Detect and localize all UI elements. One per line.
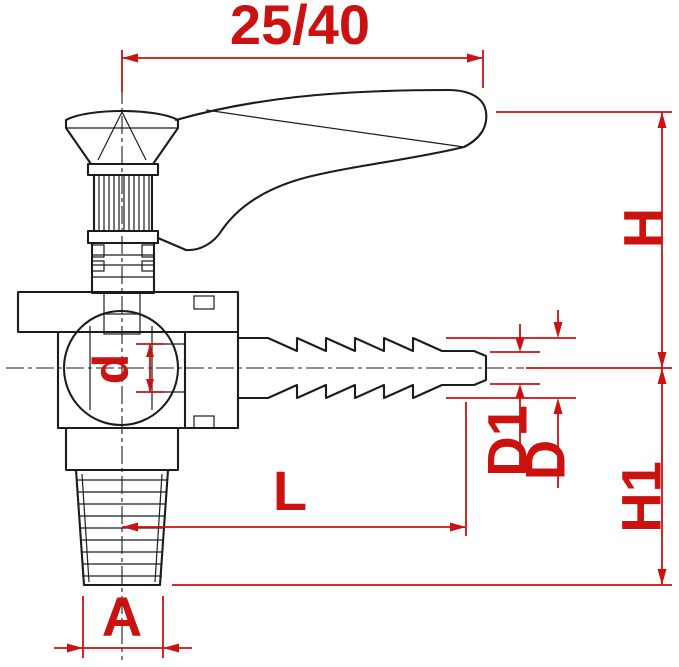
valve-body xyxy=(16,290,240,472)
valve-cap xyxy=(64,110,180,166)
dim-H1: H1 xyxy=(172,368,673,586)
flange-notch xyxy=(193,295,215,310)
seal-ring xyxy=(91,260,105,272)
lower-neck xyxy=(64,426,180,472)
dim-label-d-outer: D xyxy=(514,440,577,480)
stem-slot xyxy=(103,313,141,335)
dim-L: L xyxy=(122,402,467,536)
dim-span: 25/40 xyxy=(121,0,484,92)
gland-nut xyxy=(90,241,156,295)
seal-ring xyxy=(91,244,105,258)
cap-cone-lines xyxy=(97,111,147,161)
bottom-thread xyxy=(74,468,170,587)
dim-label-h: H xyxy=(612,208,675,248)
handle-edge-line xyxy=(205,109,465,148)
dim-D: D xyxy=(446,310,577,488)
dim-label-h1: H1 xyxy=(610,461,673,533)
dim-D1: D1 xyxy=(476,324,540,477)
dim-label-a: A xyxy=(102,585,142,648)
ball xyxy=(62,309,186,427)
dimensions: 25/40 H H1 D D1 xyxy=(54,0,675,658)
hose-barb xyxy=(236,336,488,400)
body-sides xyxy=(56,330,187,430)
dim-label-d-bore: d xyxy=(83,354,139,385)
ball-port-chords xyxy=(89,326,153,410)
seal-ring xyxy=(141,260,155,272)
thread-crest-lines xyxy=(77,479,167,577)
stem-into-body xyxy=(103,292,141,314)
seal-ring xyxy=(141,244,155,258)
centerlines xyxy=(6,86,524,660)
knurled-section xyxy=(92,173,154,233)
valve-stem xyxy=(86,162,160,314)
dim-A: A xyxy=(54,585,192,658)
dim-label-l: L xyxy=(273,459,307,522)
handle-lever xyxy=(156,88,488,252)
dim-label-d1: D1 xyxy=(476,405,539,477)
dim-d-bore: d xyxy=(83,343,164,393)
dim-H: H xyxy=(496,111,675,369)
boss-notch xyxy=(193,415,215,429)
dim-label-span: 25/40 xyxy=(230,0,370,56)
top-flange xyxy=(16,290,240,334)
